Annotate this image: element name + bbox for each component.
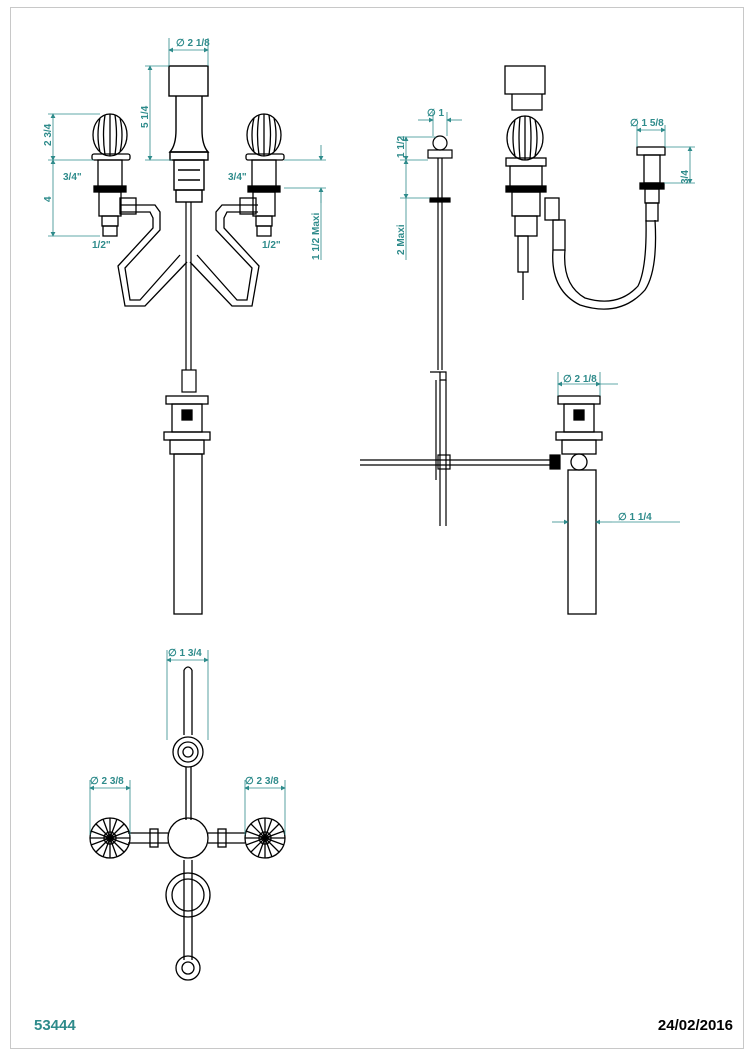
front-lift-rod	[181, 202, 197, 393]
front-view: ∅ 2 1/8 5 1/4 2 3/4 4 3/4" 3/4" 1/2" 1/2…	[43, 38, 326, 615]
drain-tail-diameter-label: ∅ 1 1/4	[618, 512, 652, 523]
spout-outline	[168, 65, 210, 203]
side-dimension-lines	[400, 112, 695, 525]
handle-base-height-label: 3/4	[680, 170, 691, 184]
top-dimension-lines	[89, 650, 286, 835]
left-inlet-label: 3/4"	[63, 172, 82, 183]
knob-diameter-label: ∅ 1	[427, 108, 445, 119]
deck-thickness-label: 1 1/2 Maxi	[311, 213, 322, 260]
flex-hoses	[117, 197, 260, 307]
product-reference: 53444	[34, 1017, 76, 1034]
right-outlet-label: 1/2"	[262, 240, 281, 251]
top-right-handle	[244, 817, 286, 859]
side-drain	[555, 395, 603, 615]
front-dimension-lines	[48, 38, 326, 260]
side-spout	[504, 65, 657, 310]
side-view: ∅ 1 1 1/2 2 Maxi ∅ 1 5/8 3/4 ∅ 2 1/8 ∅ 1…	[360, 65, 695, 615]
side-handle-diameter-label: ∅ 1 5/8	[630, 118, 664, 129]
top-left-handle	[89, 817, 131, 859]
right-handle	[245, 113, 285, 237]
front-drain	[163, 395, 211, 615]
side-handle	[636, 146, 666, 222]
knob-height-label: 1 1/2	[396, 135, 407, 158]
right-inlet-label: 3/4"	[228, 172, 247, 183]
left-outlet-label: 1/2"	[92, 240, 111, 251]
front-spout-diameter-label: ∅ 2 1/8	[176, 38, 210, 49]
pop-up-deck-label: 2 Maxi	[396, 224, 407, 255]
top-left-handle-diameter-label: ∅ 2 3/8	[90, 776, 124, 787]
pop-up-rod	[360, 135, 561, 526]
drawing-frame	[10, 7, 744, 1049]
top-spout-diameter-label: ∅ 1 3/4	[168, 648, 202, 659]
drain-top-diameter-label: ∅ 2 1/8	[563, 374, 597, 385]
top-right-handle-diameter-label: ∅ 2 3/8	[245, 776, 279, 787]
top-spout	[128, 666, 245, 981]
left-handle	[91, 113, 131, 237]
handle-height-label: 2 3/4	[43, 123, 54, 146]
spout-height-label: 5 1/4	[140, 105, 151, 128]
drawing-date: 24/02/2016	[657, 1017, 733, 1034]
body-height-label: 4	[43, 196, 54, 202]
top-view: ∅ 1 3/4 ∅ 2 3/8 ∅ 2 3/8	[89, 648, 286, 981]
